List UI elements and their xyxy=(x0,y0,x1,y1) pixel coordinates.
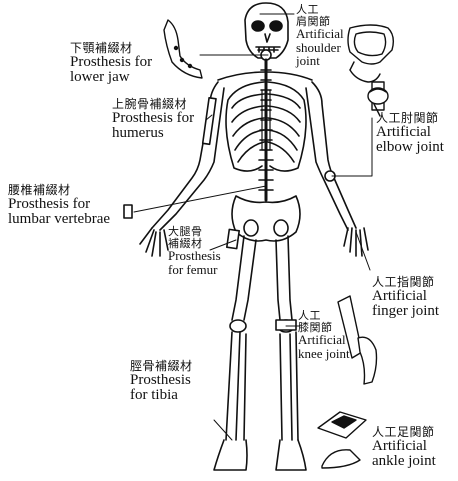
right-clavicle xyxy=(266,72,312,80)
label-elbow-en2: elbow joint xyxy=(376,140,444,156)
right-arm xyxy=(306,82,368,256)
label-lower-jaw: 下顎補綴材 Prosthesis for lower jaw xyxy=(70,42,152,86)
label-shoulder-en3: joint xyxy=(296,54,344,68)
shoulder-prosthesis-drawing xyxy=(348,25,393,82)
label-humerus-en1: Prosthesis for xyxy=(112,111,194,127)
label-knee-en2: knee joint xyxy=(298,347,350,361)
label-femur-jp1: 大腿骨 xyxy=(168,226,221,238)
pelvis xyxy=(232,196,300,241)
left-clavicle xyxy=(218,72,266,80)
label-shoulder-jp1: 人工 xyxy=(296,4,344,16)
label-lower-jaw-jp: 下顎補綴材 xyxy=(70,42,152,55)
label-lower-jaw-en2: lower jaw xyxy=(70,70,152,86)
label-ankle-en2: ankle joint xyxy=(372,454,436,470)
label-lower-jaw-en1: Prosthesis for xyxy=(70,55,152,71)
label-finger-en2: finger joint xyxy=(372,304,439,320)
label-femur: 大腿骨 補綴材 Prosthesis for femur xyxy=(168,226,221,276)
label-finger-jp: 人工指関節 xyxy=(372,276,439,289)
label-humerus-jp: 上腕骨補綴材 xyxy=(112,98,194,111)
label-knee: 人工 膝関節 Artificial knee joint xyxy=(298,310,350,360)
label-humerus: 上腕骨補綴材 Prosthesis for humerus xyxy=(112,98,194,142)
label-tibia-en2: for tibia xyxy=(130,388,193,404)
label-lumbar: 腰椎補綴材 Prosthesis for lumbar vertebrae xyxy=(8,184,110,228)
label-tibia-en1: Prosthesis xyxy=(130,373,193,389)
jaw-prosthesis-drawing xyxy=(164,20,202,78)
label-ankle-jp: 人工足関節 xyxy=(372,426,436,439)
label-finger-en1: Artificial xyxy=(372,289,439,305)
label-ankle: 人工足関節 Artificial ankle joint xyxy=(372,426,436,470)
label-tibia-jp: 脛骨補綴材 xyxy=(130,360,193,373)
femur-prosthesis-icon xyxy=(227,229,239,248)
label-lumbar-jp: 腰椎補綴材 xyxy=(8,184,110,197)
label-femur-en1: Prosthesis xyxy=(168,249,221,263)
label-shoulder-en1: Artificial xyxy=(296,27,344,41)
label-lumbar-en1: Prosthesis for xyxy=(8,197,110,213)
label-humerus-en2: humerus xyxy=(112,126,194,142)
label-femur-en2: for femur xyxy=(168,263,221,277)
label-shoulder-en2: shoulder xyxy=(296,41,344,55)
ankle-joint-drawing xyxy=(318,412,366,468)
label-elbow-en1: Artificial xyxy=(376,125,444,141)
label-elbow: 人工肘関節 Artificial elbow joint xyxy=(376,112,444,156)
label-tibia: 脛骨補綴材 Prosthesis for tibia xyxy=(130,360,193,404)
label-knee-jp1: 人工 xyxy=(298,310,350,322)
label-elbow-jp: 人工肘関節 xyxy=(376,112,444,125)
label-lumbar-en2: lumbar vertebrae xyxy=(8,212,110,228)
label-knee-en1: Artificial xyxy=(298,333,350,347)
label-finger: 人工指関節 Artificial finger joint xyxy=(372,276,439,320)
label-shoulder: 人工 肩関節 Artificial shoulder joint xyxy=(296,4,344,68)
lumbar-prosthesis-icon xyxy=(124,205,132,218)
humerus-prosthesis-icon xyxy=(203,98,216,145)
label-ankle-en1: Artificial xyxy=(372,439,436,455)
knee-prosthesis-icon xyxy=(276,320,296,330)
